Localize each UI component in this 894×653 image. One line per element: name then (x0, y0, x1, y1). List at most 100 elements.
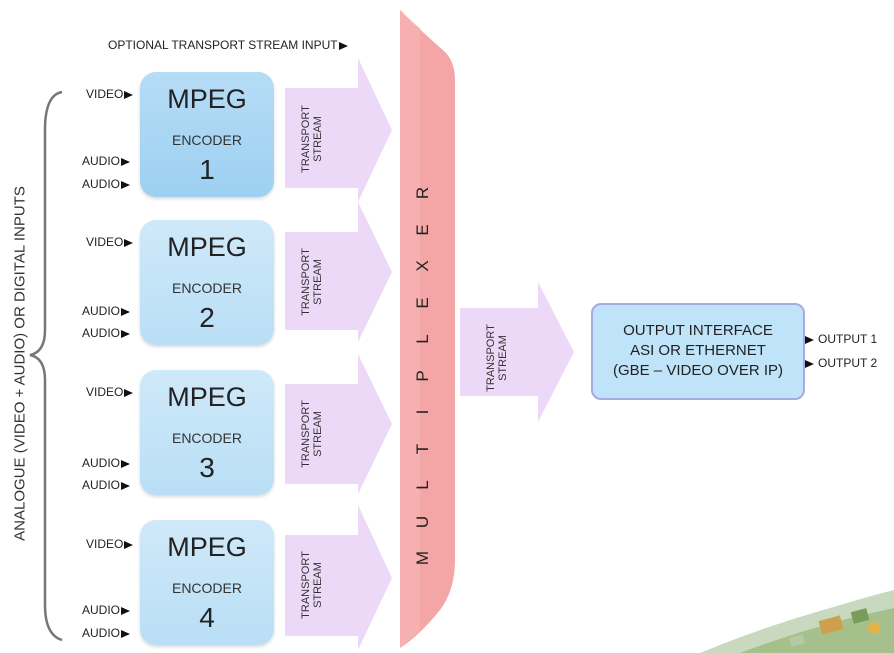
circuit-board-image (700, 590, 894, 653)
video-label: VIDEO (86, 385, 124, 399)
arrow-right-icon (124, 238, 134, 247)
encoder-subtitle: ENCODER (171, 430, 242, 446)
multiplexer-letter: L (413, 334, 432, 344)
ts-line-2: STREAM (312, 562, 324, 608)
multiplexer-letter: I (413, 409, 432, 415)
stream-arrow-1 (285, 58, 392, 202)
audio-label: AUDIO (82, 304, 121, 318)
multiplexer-letter: E (413, 223, 432, 236)
arrow-right-icon (124, 90, 134, 99)
audio-input-3a: AUDIO (82, 456, 131, 470)
multiplexer-letter: R (413, 186, 432, 200)
output-interface-box: OUTPUT INTERFACE ASI OR ETHERNET (GBE – … (591, 303, 805, 400)
output-2-label: OUTPUT 2 (818, 356, 878, 370)
mpeg-encoder-2: MPEG ENCODER 2 (140, 220, 274, 345)
encoder-subtitle: ENCODER (171, 580, 242, 596)
audio-label: AUDIO (82, 603, 121, 617)
arrow-right-icon (121, 481, 131, 490)
audio-label: AUDIO (82, 177, 121, 191)
video-input-1: VIDEO (86, 87, 134, 101)
multiplexer-letter: X (413, 260, 432, 272)
encoder-subtitle: ENCODER (171, 132, 242, 148)
mpeg-encoder-4: MPEG ENCODER 4 (140, 520, 274, 645)
optional-input-label: OPTIONAL TRANSPORT STREAM INPUT (108, 38, 338, 52)
ts-line-1: TRANSPORT (300, 105, 312, 173)
mpeg-encoder-1: MPEG ENCODER 1 (140, 72, 274, 197)
arrow-right-icon (121, 606, 131, 615)
video-label: VIDEO (86, 537, 124, 551)
optional-transport-stream-input: OPTIONAL TRANSPORT STREAM INPUT (108, 38, 348, 52)
stream-arrow-2 (285, 202, 392, 342)
video-label: VIDEO (86, 87, 124, 101)
audio-input-2a: AUDIO (82, 304, 131, 318)
arrow-right-icon (338, 41, 348, 50)
multiplexer-letter: L (413, 480, 432, 490)
ts-line-2: STREAM (312, 259, 324, 305)
stream-arrows (285, 58, 574, 650)
audio-label: AUDIO (82, 456, 121, 470)
ts-line-1: TRANSPORT (300, 400, 312, 468)
ts-line-2: STREAM (497, 335, 509, 381)
arrow-right-icon (121, 629, 131, 638)
stream-arrow-4 (285, 505, 392, 650)
output-box-line-3: (GBE – VIDEO OVER IP) (612, 362, 784, 379)
arrow-right-icon (121, 157, 131, 166)
video-input-2: VIDEO (86, 235, 134, 249)
multiplexer-letter: E (413, 296, 432, 309)
audio-input-1b: AUDIO (82, 177, 131, 191)
ts-line-1: TRANSPORT (300, 248, 312, 316)
audio-input-2b: AUDIO (82, 326, 131, 340)
ts-line-1: TRANSPORT (485, 324, 497, 392)
encoder-number: 4 (199, 602, 215, 633)
video-input-4: VIDEO (86, 537, 134, 551)
arrow-right-icon (121, 180, 131, 189)
encoder-number: 1 (199, 154, 215, 185)
encoder-number: 2 (199, 302, 215, 333)
stream-arrow-mux-out (460, 282, 574, 422)
ts-line-1: TRANSPORT (300, 551, 312, 619)
arrow-right-icon (124, 388, 134, 397)
audio-label: AUDIO (82, 478, 121, 492)
arrow-right-icon (121, 459, 131, 468)
audio-input-1a: AUDIO (82, 154, 131, 168)
encoder-title: MPEG (167, 232, 247, 262)
multiplexer-letter: T (413, 443, 432, 454)
output-2: OUTPUT 2 (805, 356, 877, 370)
encoder-subtitle: ENCODER (171, 280, 242, 296)
arrow-right-icon (805, 335, 814, 344)
multiplexer-letter: U (413, 515, 432, 528)
audio-label: AUDIO (82, 154, 121, 168)
ts-line-2: STREAM (312, 411, 324, 457)
input-brace (29, 90, 63, 642)
arrow-right-icon (805, 359, 814, 368)
output-1-label: OUTPUT 1 (818, 332, 878, 346)
audio-input-4a: AUDIO (82, 603, 131, 617)
arrow-right-icon (121, 307, 131, 316)
audio-input-3b: AUDIO (82, 478, 131, 492)
multiplexer-letter: M (413, 550, 432, 566)
ts-line-2: STREAM (312, 116, 324, 162)
stream-arrow-3 (285, 354, 392, 494)
multiplexer-letter: P (413, 369, 432, 382)
encoder-title: MPEG (167, 532, 247, 562)
encoder-title: MPEG (167, 84, 247, 114)
video-input-3: VIDEO (86, 385, 134, 399)
encoder-title: MPEG (167, 382, 247, 412)
encoder-number: 3 (199, 452, 215, 483)
arrow-right-icon (121, 329, 131, 338)
output-box-line-2: ASI OR ETHERNET (630, 342, 766, 359)
output-1: OUTPUT 1 (805, 332, 877, 346)
audio-label: AUDIO (82, 626, 121, 640)
audio-label: AUDIO (82, 326, 121, 340)
output-box-line-1: OUTPUT INTERFACE (623, 322, 773, 339)
inputs-side-label: ANALOGUE (VIDEO + AUDIO) OR DIGITAL INPU… (11, 186, 29, 541)
multiplexer-highlight (400, 10, 420, 648)
video-label: VIDEO (86, 235, 124, 249)
audio-input-4b: AUDIO (82, 626, 131, 640)
